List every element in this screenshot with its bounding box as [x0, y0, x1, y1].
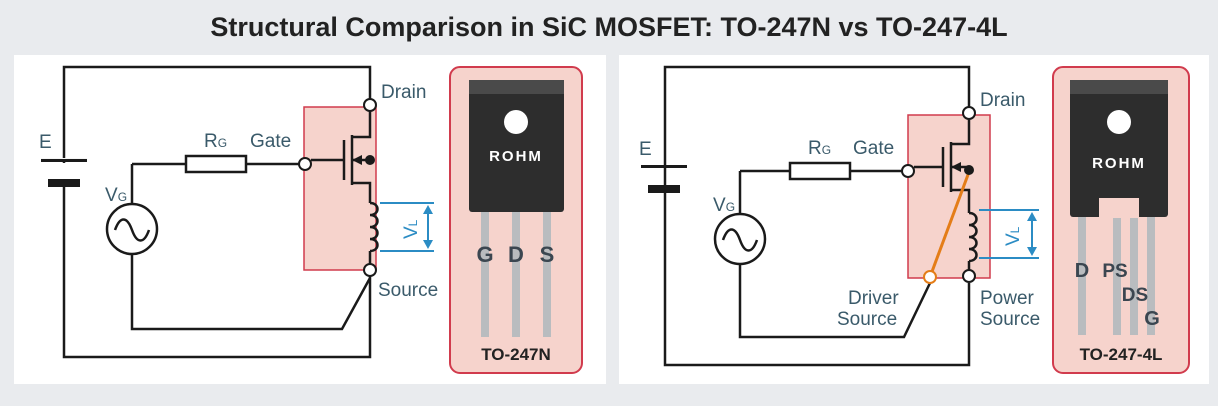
vl-label: VL [1003, 226, 1024, 246]
pin-label: G [476, 242, 493, 267]
source-label: Source [378, 280, 438, 301]
rg-label: RG [204, 131, 227, 152]
vl-indicator [380, 202, 434, 252]
pin-label: PS [1102, 261, 1127, 282]
mosfet-package-box [907, 114, 991, 279]
mosfet-arrow-icon [352, 155, 362, 165]
pin-label: S [540, 242, 555, 267]
vg-label: VG [105, 185, 127, 206]
battery-label: E [39, 132, 52, 153]
drain-terminal [363, 98, 377, 112]
ac-source-icon [713, 212, 767, 266]
ac-source-icon [105, 202, 159, 256]
gate-terminal [298, 157, 312, 171]
power-source-label: Power [980, 288, 1035, 309]
page-title: Structural Comparison in SiC MOSFET: TO-… [210, 12, 1008, 42]
gate-terminal [901, 164, 915, 178]
vl-label: VL [401, 219, 422, 239]
pin-label: G [1144, 308, 1160, 330]
driver-source-terminal [923, 270, 937, 284]
drain-terminal [962, 106, 976, 120]
package-name: TO-247N [481, 345, 551, 364]
circuit-wires [663, 65, 978, 367]
to247n-circuit-diagram: E VG RG Gate Drain Source VL ROHM G D S … [39, 65, 583, 374]
gate-label: Gate [250, 131, 291, 152]
pin-label: D [1075, 260, 1089, 282]
power-source-terminal [962, 269, 976, 283]
gate-label: Gate [853, 138, 894, 159]
package-name: TO-247-4L [1080, 345, 1163, 364]
junction-dot [365, 155, 375, 165]
vg-label: VG [713, 195, 735, 216]
drain-label: Drain [980, 90, 1025, 111]
to247n-package-illustration: ROHM [449, 66, 583, 374]
battery-icon [41, 158, 87, 187]
to247n-panel: E VG RG Gate Drain Source VL ROHM G D S … [14, 55, 606, 384]
battery-icon [641, 165, 687, 193]
to2474l-package-illustration: ROHM [1052, 66, 1190, 374]
to2474l-circuit-diagram: E VG RG Gate Drain Driver Source Power S… [639, 65, 1190, 374]
gate-resistor [184, 154, 248, 174]
mosfet-arrow-icon [951, 162, 961, 172]
battery-label: E [639, 139, 652, 160]
vl-indicator [979, 209, 1039, 259]
power-source-label: Source [980, 309, 1040, 330]
mosfet-package-box [303, 106, 377, 271]
gate-resistor [788, 161, 852, 181]
pin-label: DS [1122, 285, 1148, 306]
to2474l-panel: E VG RG Gate Drain Driver Source Power S… [619, 55, 1209, 384]
driver-source-label: Source [837, 309, 897, 330]
drain-label: Drain [381, 82, 426, 103]
source-terminal [363, 263, 377, 277]
driver-source-label: Driver [848, 288, 899, 309]
brand-logo: ROHM [489, 148, 543, 165]
rg-label: RG [808, 138, 831, 159]
driver-source-path [928, 171, 971, 278]
pin-label: D [508, 242, 524, 267]
brand-logo: ROHM [1092, 155, 1146, 172]
junction-dot [964, 165, 974, 175]
